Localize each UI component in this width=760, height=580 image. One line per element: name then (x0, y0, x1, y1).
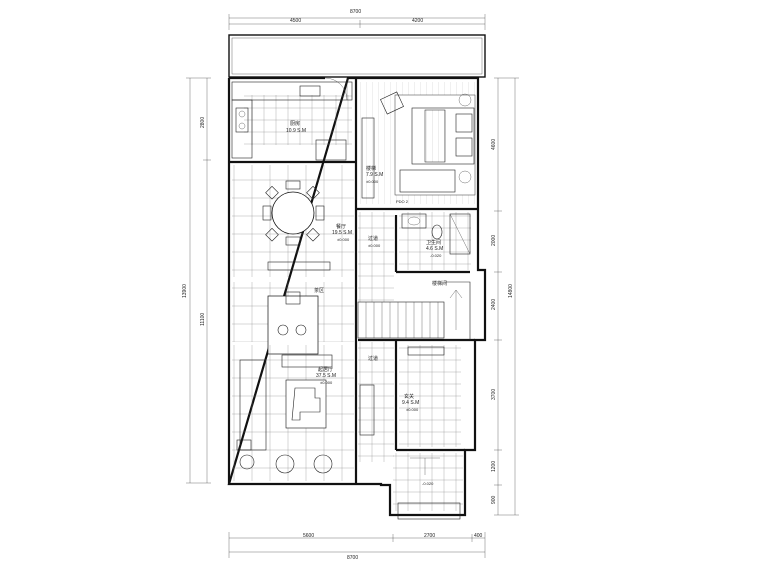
shoe-cabinet (359, 384, 375, 436)
armchair-icon (380, 91, 404, 115)
entry-name: 玄关 (404, 393, 414, 400)
tea-stool-icon-2 (295, 324, 307, 336)
corridor-2: 过道 (358, 342, 394, 462)
dim-right-e: 1200 (491, 461, 497, 472)
bed-label: PDO 2 (396, 199, 409, 204)
coffee-table (291, 387, 321, 421)
bedroom-stair-name: 楼梯 (366, 165, 376, 172)
armchair-circle-2 (275, 454, 295, 474)
porch: -0.020 (393, 453, 463, 520)
kitchen-counter-left (231, 99, 253, 159)
dim-top-left: 4500 (290, 18, 301, 24)
dim-left-total: 13900 (182, 284, 188, 298)
bottom-dimension: 5600 2700 400 8700 (228, 532, 486, 561)
tea-stool-icon (277, 324, 289, 336)
stove-icon (235, 107, 249, 133)
dim-left-b: 11100 (200, 313, 206, 326)
dining: 餐厅 19.5 S.M ±0.000 (232, 165, 354, 277)
dim-right-b: 2000 (491, 235, 497, 246)
entry-cabinet (407, 346, 445, 356)
porch-level: -0.020 (422, 481, 434, 486)
bedroom: 楼梯 7.9 S.M ±0.000 PDO 2 (360, 82, 476, 204)
sideboard (267, 261, 331, 271)
tea-area: 茶区 (232, 282, 354, 355)
kitchen: 厨房 10.9 S.M (231, 77, 353, 161)
kitchen-area: 10.9 S.M (286, 128, 306, 134)
dim-bottom-a: 5600 (303, 533, 314, 539)
sink-icon (299, 85, 321, 97)
corridor1-name: 过道 (368, 235, 378, 242)
vanity-icon (401, 213, 427, 229)
corridor1-level: ±0.000 (368, 243, 381, 248)
sofa-left (239, 359, 267, 451)
outer-walls (227, 76, 487, 517)
dim-top-right: 4200 (412, 18, 423, 24)
dim-right-d: 3700 (491, 389, 497, 400)
armchair-circle-3 (313, 454, 333, 474)
dining-name: 餐厅 (336, 223, 346, 230)
tea-name: 茶区 (314, 287, 324, 294)
kitchen-counter-top (231, 81, 353, 101)
wardrobe (361, 117, 375, 199)
entry-level: ±0.000 (406, 407, 419, 412)
bathroom: 卫生间 4.6 S.M -0.020 (399, 212, 471, 270)
dim-left-a: 2800 (200, 117, 206, 128)
living-room: 起居厅 37.5 S.M ±0.000 (232, 345, 354, 481)
living-area: 37.5 S.M (316, 373, 336, 379)
sofa-top (281, 354, 333, 368)
dim-right-f: 900 (491, 495, 497, 504)
corridor2-name: 过道 (368, 355, 378, 362)
armchair-circle-1 (239, 454, 255, 470)
dim-right-c: 2400 (491, 299, 497, 310)
corridor-1: 过道 ±0.000 (358, 212, 394, 302)
fridge-icon (315, 139, 347, 161)
bath-level: -0.020 (430, 253, 442, 258)
bedroom-level: ±0.000 (366, 179, 379, 184)
living-name: 起居厅 (318, 367, 333, 373)
stairwell-name: 楼梯间 (432, 280, 447, 287)
shower-icon (449, 213, 471, 255)
dim-right-a: 4600 (491, 139, 497, 150)
dining-table-icon (271, 191, 315, 235)
dim-bottom-c: 400 (474, 533, 483, 539)
dining-chairs (262, 180, 325, 246)
top-terrace (228, 34, 486, 78)
porch-step (397, 502, 461, 520)
door-swing-kitchen (324, 77, 348, 101)
tea-table (267, 295, 319, 355)
left-dimension: 13900 2800 11100 (182, 77, 211, 484)
dim-bottom-b: 2700 (424, 533, 435, 539)
bed-icon (411, 107, 475, 165)
dim-top-total: 8700 (350, 9, 361, 15)
living-level: ±0.000 (320, 380, 333, 385)
dim-right-total: 14800 (508, 284, 514, 298)
stairwell: 楼梯间 (357, 280, 471, 341)
right-dimension: 4600 2000 2400 3700 1200 900 14800 (491, 77, 519, 516)
bath-area: 4.6 S.M (426, 246, 443, 252)
entry-area: 9.4 S.M (402, 400, 419, 406)
bedside-lamp-icon-2 (458, 170, 472, 184)
entry: 玄关 9.4 S.M ±0.000 (399, 345, 461, 447)
tv-cabinet (399, 169, 456, 193)
bath-name: 卫生间 (426, 239, 441, 246)
top-dimension: 8700 4500 4200 (228, 9, 486, 30)
kitchen-name: 厨房 (290, 120, 300, 127)
bedside-lamp-icon (458, 93, 472, 107)
dim-bottom-total: 8700 (347, 555, 358, 561)
toilet-icon (431, 224, 443, 240)
dining-area: 19.5 S.M (332, 230, 352, 236)
dining-level: ±0.000 (337, 237, 350, 242)
bedroom-stair-area: 7.9 S.M (366, 172, 383, 178)
